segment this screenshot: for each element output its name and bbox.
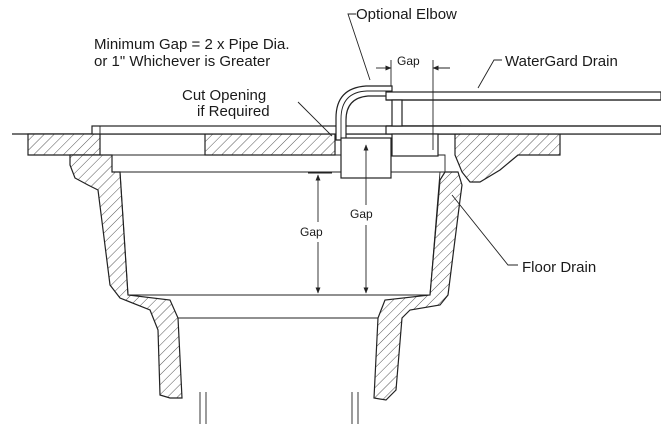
floor-drain-label: Floor Drain <box>522 259 596 276</box>
leader-cut-opening: Cut Opening if Required <box>182 87 333 137</box>
outlet-pipe <box>199 392 359 424</box>
leader-optional-elbow: Optional Elbow <box>347 6 457 81</box>
floor-drain-body-right <box>373 171 463 401</box>
drain-flange-left <box>27 133 336 156</box>
cut-opening-line-2: if Required <box>197 103 270 120</box>
gap-label-center: Gap <box>350 207 373 221</box>
drain-flange-right <box>454 133 561 183</box>
leader-floor-drain: Floor Drain <box>451 194 596 276</box>
watergard-drain-label: WaterGard Drain <box>505 53 618 70</box>
min-gap-line-2: or 1" Whichever is Greater <box>94 53 270 70</box>
gap-label-left: Gap <box>300 225 323 239</box>
optional-elbow-label: Optional Elbow <box>356 6 457 23</box>
gap-dimension-left: Gap <box>300 172 332 294</box>
gap-dimension-center: Gap <box>350 144 373 294</box>
cut-opening-line-1: Cut Opening <box>182 87 266 104</box>
floor-drain-body-left <box>69 154 183 399</box>
min-gap-note: Minimum Gap = 2 x Pipe Dia. or 1" Whiche… <box>94 36 290 70</box>
min-gap-line-1: Minimum Gap = 2 x Pipe Dia. <box>94 36 290 53</box>
gap-dimension-top: Gap <box>376 54 450 150</box>
leader-watergard-drain: WaterGard Drain <box>477 53 618 89</box>
drain-basin-outline <box>112 154 446 319</box>
watergard-drain-pipe <box>385 91 661 157</box>
gap-label-top: Gap <box>397 54 420 68</box>
